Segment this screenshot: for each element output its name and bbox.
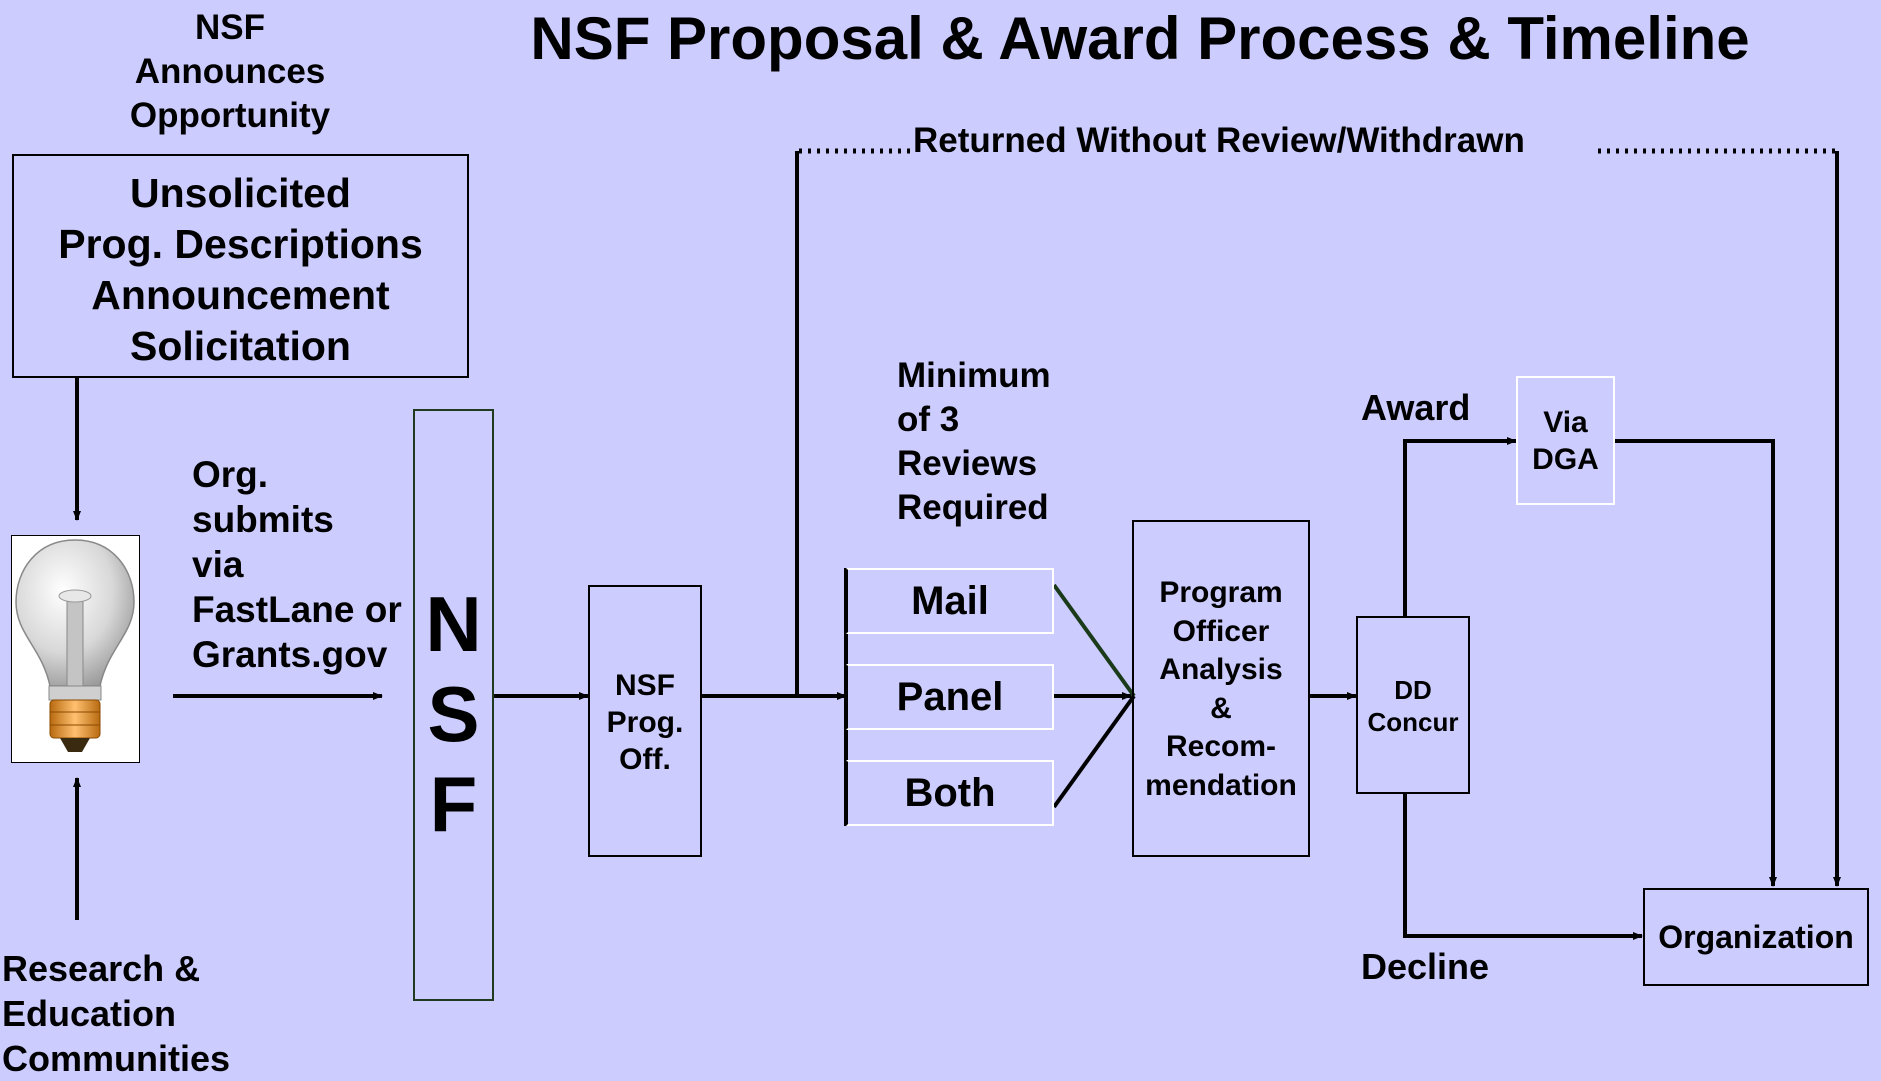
review-panel-box: Panel (846, 664, 1054, 730)
both-converge-line (1052, 694, 1136, 809)
dga-box: Via DGA (1516, 376, 1615, 505)
review-mail-box: Mail (846, 568, 1054, 634)
dd-concur-box: DD Concur (1356, 616, 1470, 794)
nsf-letter-f: F (429, 760, 478, 848)
nsf-letter-s: S (427, 670, 480, 758)
reviews-label: Minimum of 3 Reviews Required (897, 356, 1051, 527)
arrow-dd-to-dga (1403, 437, 1517, 616)
light-bulb-icon (15, 539, 135, 752)
program-officer-box: NSF Prog. Off. (588, 585, 702, 857)
nsf-box: N S F (413, 409, 494, 1001)
mail-converge-line (1052, 583, 1136, 698)
nsf-letter-n: N (425, 580, 482, 668)
review-both-box: Both (846, 760, 1054, 826)
arrow-dga-to-organization (1615, 439, 1777, 887)
arrow-dd-to-organization (1403, 794, 1643, 940)
organization-box: Organization (1643, 888, 1869, 986)
returned-label: Returned Without Review/Withdrawn (913, 121, 1525, 160)
submit-label: Org. submits via FastLane or Grants.gov (192, 454, 402, 675)
analysis-box: Program Officer Analysis & Recom- mendat… (1132, 520, 1310, 857)
solicitation-box: Unsolicited Prog. Descriptions Announcem… (12, 154, 469, 378)
idea-box (11, 535, 140, 763)
community-label: Research & Education Communities (2, 948, 231, 1079)
announce-label: NSF Announces Opportunity (129, 8, 331, 135)
page-title: NSF Proposal & Award Process & Timeline (530, 5, 1750, 72)
decline-label: Decline (1361, 946, 1490, 987)
award-label: Award (1361, 387, 1471, 428)
